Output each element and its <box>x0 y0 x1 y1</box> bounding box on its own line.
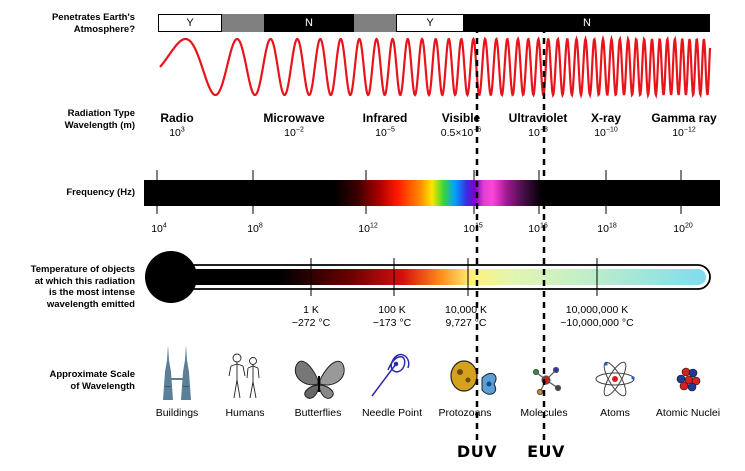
atmosphere-segment: Y <box>396 14 464 32</box>
radiation-type-gamma-ray: Gamma ray <box>651 111 717 125</box>
frequency-bar <box>144 180 720 206</box>
scale-label-needle-point: Needle Point <box>361 407 423 419</box>
butterfly-icon <box>294 360 345 399</box>
nucleus-icon <box>676 367 701 392</box>
temperature-label: 1 K−272 °C <box>291 304 331 329</box>
needle-icon <box>371 353 410 397</box>
atmosphere-segment: Y <box>158 14 222 32</box>
frequency-row-label: Frequency (Hz) <box>66 187 135 198</box>
scale-label-buildings: Buildings <box>155 407 199 419</box>
temperature-row-label: Temperature of objects at which this rad… <box>30 264 135 310</box>
frequency-tick-label: 1020 <box>673 222 693 236</box>
frequency-tick-label: 1015 <box>463 222 483 236</box>
protozoan-icon <box>450 360 497 395</box>
wave-line <box>159 34 712 100</box>
radiation-type-x-ray: X-ray <box>590 111 622 125</box>
scale-label-atoms: Atoms <box>600 407 630 419</box>
scale-label-humans: Humans <box>225 407 265 419</box>
radiation-row-label: Radiation Type Wavelength (m) <box>64 108 135 131</box>
radiation-type-infrared: Infrared <box>362 111 408 125</box>
scale-row-label: Approximate Scale of Wavelength <box>49 369 135 392</box>
scale-label-atomic-nuclei: Atomic Nuclei <box>655 407 721 419</box>
buildings-icon <box>163 345 191 400</box>
wavelength-gamma-ray: 10−12 <box>672 126 696 140</box>
frequency-tick-label: 104 <box>151 222 167 236</box>
atmosphere-bar: Y N Y N <box>158 14 710 32</box>
euv-marker-label: EUV <box>527 442 565 461</box>
atmosphere-segment <box>354 14 396 32</box>
duv-marker-label: DUV <box>456 442 498 461</box>
atmosphere-segment: N <box>464 14 710 32</box>
wavelength-radio: 103 <box>169 126 185 140</box>
scale-label-protozoans: Protozoans <box>438 407 492 419</box>
frequency-tick-label: 108 <box>247 222 263 236</box>
radiation-type-visible: Visible <box>441 111 481 125</box>
temperature-label: 100 K−173 °C <box>372 304 412 329</box>
wavelength-x-ray: 10−10 <box>594 126 618 140</box>
frequency-tick-label: 1018 <box>597 222 617 236</box>
atmosphere-row-label: Penetrates Earth's Atmosphere? <box>51 12 135 35</box>
atmosphere-segment <box>222 14 264 32</box>
atom-icon <box>595 361 635 397</box>
wavelength-infrared: 10−5 <box>375 126 395 140</box>
radiation-type-radio: Radio <box>160 111 194 125</box>
wavelength-microwave: 10−2 <box>284 126 304 140</box>
radiation-type-microwave: Microwave <box>263 111 325 125</box>
thermometer-fill <box>174 269 706 285</box>
atmosphere-segment: N <box>264 14 354 32</box>
temperature-label: 10,000,000 K~10,000,000 °C <box>560 304 634 329</box>
radiation-type-ultraviolet: Ultraviolet <box>508 111 568 125</box>
humans-icon <box>228 353 260 399</box>
frequency-tick-label: 1012 <box>358 222 378 236</box>
scale-label-butterflies: Butterflies <box>294 407 342 419</box>
thermometer-bulb <box>145 251 197 303</box>
